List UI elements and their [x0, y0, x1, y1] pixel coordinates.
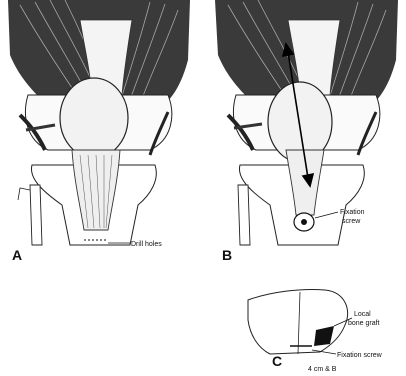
panel-c-tibia-section [248, 289, 348, 354]
panel-b-fixation-label-line1: Fixation [340, 209, 365, 216]
panel-c-letter: C [272, 353, 282, 369]
panel-c-screw-label: Fixation screw [337, 352, 383, 359]
panel-a-drill-holes-label: Drill holes [131, 241, 162, 248]
panel-b: Fixation screw B [215, 0, 398, 263]
panel-b-fixation-label-line2: screw [342, 218, 361, 225]
panel-b-fixation-screw [301, 219, 307, 225]
panel-a: Drill holes A [8, 0, 190, 263]
panel-c-graft-label-line2: bone graft [348, 320, 380, 327]
panel-c-partial-label: 4 cm & B [308, 366, 337, 373]
panel-c-graft-label-line1: Local [354, 311, 371, 318]
panel-b-letter: B [222, 247, 232, 263]
panel-a-patella [60, 78, 128, 158]
panel-a-letter: A [12, 247, 22, 263]
panel-c: Local bone graft Fixation screw 4 cm & B… [248, 289, 383, 373]
